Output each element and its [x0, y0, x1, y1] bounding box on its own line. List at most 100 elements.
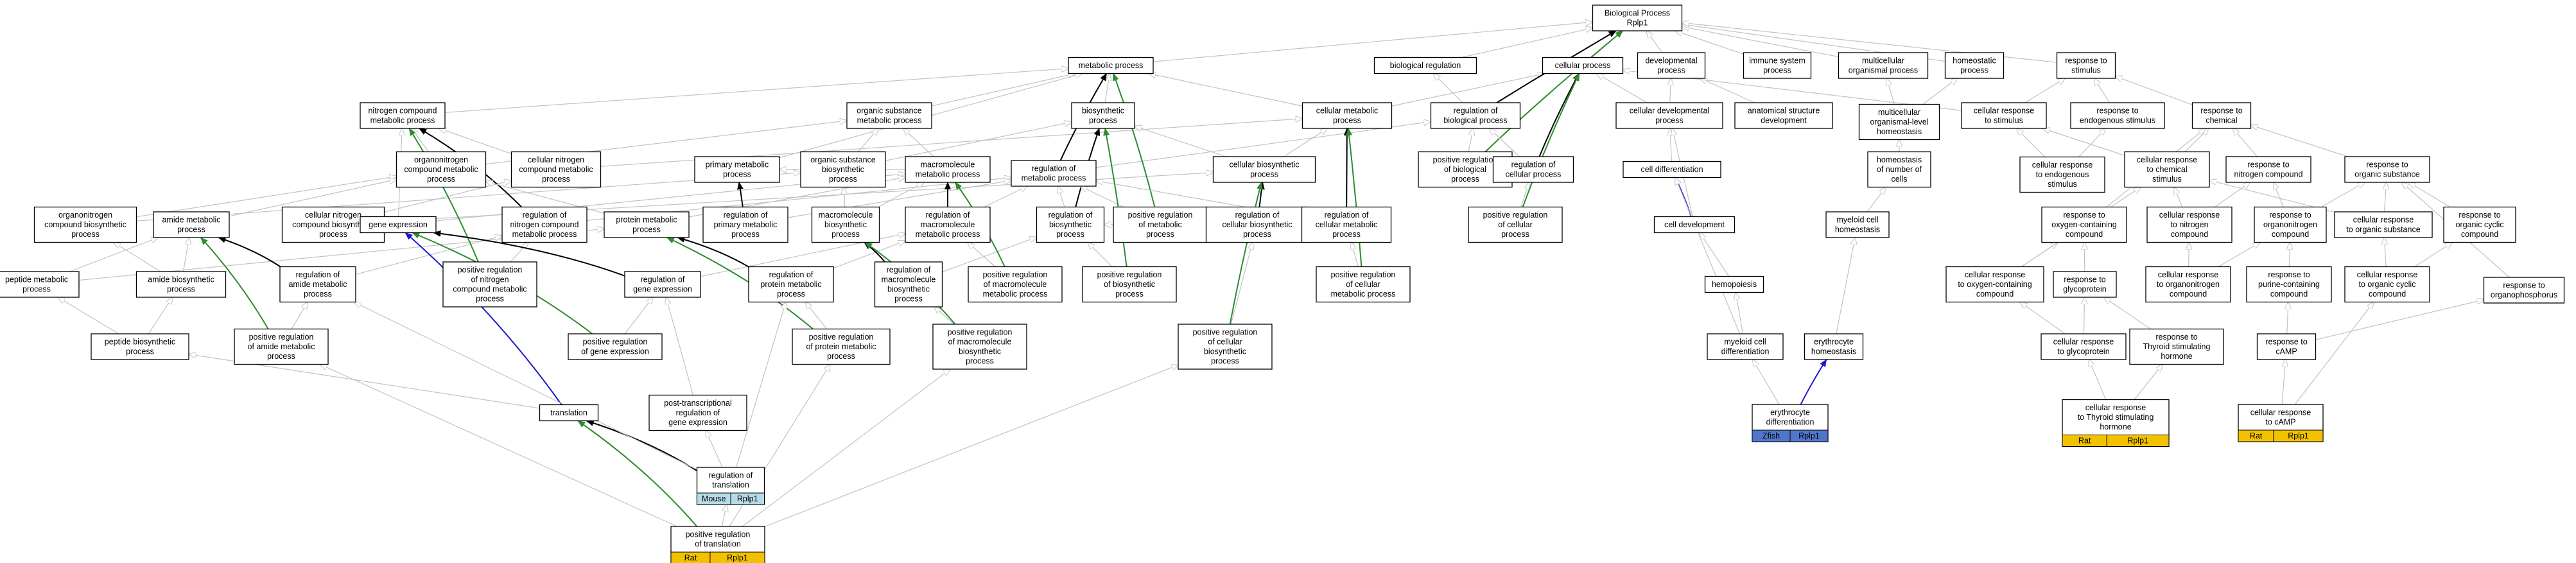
node-label-line: to nitrogen	[2170, 220, 2208, 229]
node-label-line: positive regulation	[583, 338, 648, 347]
node-label-line: peptide metabolic	[5, 275, 68, 284]
node-label-line: amide metabolic	[288, 280, 347, 289]
go-term-node[interactable]: hemopoiesis	[1704, 275, 1764, 293]
edge-default	[2294, 302, 2374, 405]
node-label-line: organic substance	[810, 155, 876, 164]
go-term-node[interactable]: biological regulation	[1373, 56, 1477, 74]
node-label-line: compound	[1976, 290, 2014, 299]
go-term-node[interactable]: cell differentiation	[1623, 160, 1721, 178]
go-term-node[interactable]: cell development	[1653, 216, 1736, 234]
go-term-node[interactable]: translation	[539, 404, 599, 422]
go-term-node[interactable]: gene expression	[360, 216, 437, 234]
go-term-node[interactable]: regulation ofmacromoleculebiosyntheticpr…	[874, 261, 943, 307]
node-label-line: gene expression	[369, 220, 428, 229]
go-term-node[interactable]: metabolic process	[1068, 56, 1154, 74]
go-term-node[interactable]: cellular process	[1542, 56, 1624, 74]
node-label-line: positive regulation	[983, 270, 1048, 279]
node-box	[2053, 271, 2117, 298]
